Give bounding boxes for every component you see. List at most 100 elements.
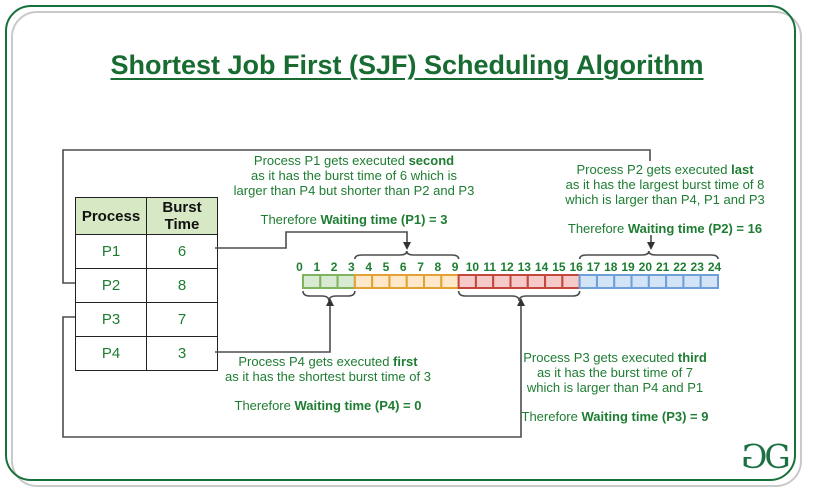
cell-burst-p4: 3 — [146, 336, 218, 371]
annotation-p4: Process P4 gets executed first as it has… — [198, 354, 458, 413]
timeline-tick: 7 — [417, 260, 424, 274]
gantt-chart-cells — [302, 274, 720, 289]
annotation-p1-line2: as it has the burst time of 6 which is — [251, 168, 457, 183]
gantt-cell-P3 — [526, 274, 547, 289]
timeline-tick: 24 — [707, 260, 722, 274]
timeline-tick: 22 — [673, 260, 687, 274]
annotation-p4-line1: Process P4 gets executed first — [238, 354, 418, 369]
curly-brace — [457, 290, 581, 302]
logo-letter-g: G — [764, 437, 791, 476]
annotation-p2-line1: Process P2 gets executed last — [576, 162, 754, 177]
timeline-tick: 11 — [483, 260, 497, 274]
timeline-tick: 6 — [399, 260, 407, 274]
annotation-p2: Process P2 gets executed last as it has … — [525, 162, 805, 236]
gantt-cell-P3 — [474, 274, 495, 289]
curly-brace — [578, 250, 719, 260]
table-row-p4: P4 3 — [75, 336, 218, 371]
arrowhead — [647, 242, 655, 250]
gantt-cell-P2 — [699, 274, 720, 289]
gantt-cell-P1 — [388, 274, 408, 289]
timeline-tick: 12 — [500, 260, 514, 274]
timeline-tick: 21 — [655, 260, 670, 274]
gantt-cell-P1 — [353, 274, 374, 289]
gantt-cell-P2 — [682, 274, 702, 289]
gantt-cell-P2 — [595, 274, 616, 289]
timeline-tick: 2 — [330, 260, 338, 274]
annotation-p3-line3: which is larger than P4 and P1 — [526, 380, 704, 395]
process-table: Process Burst Time P1 6 P2 8 P3 7 P4 3 — [75, 197, 218, 371]
geeksforgeeks-logo: GG — [741, 437, 791, 476]
gantt-cell-P1 — [440, 274, 460, 289]
curly-brace — [354, 250, 460, 260]
timeline-tick: 1 — [313, 260, 321, 274]
gantt-cell-P3 — [509, 274, 529, 289]
gantt-cell-P2 — [613, 274, 633, 289]
annotation-p1-line3: larger than P4 but shorter than P2 and P… — [233, 183, 475, 198]
timeline-tick: 9 — [451, 260, 459, 274]
annotation-p1-waiting-time: Therefore Waiting time (P1) = 3 — [260, 212, 448, 227]
annotation-p1: Process P1 gets executed second as it ha… — [204, 153, 504, 227]
annotation-p1-line1: Process P1 gets executed second — [253, 153, 455, 168]
gantt-cell-P3 — [457, 274, 477, 289]
annotation-p4-waiting-time: Therefore Waiting time (P4) = 0 — [234, 398, 422, 413]
table-row-p2: P2 8 — [75, 268, 218, 303]
timeline-tick: 14 — [534, 260, 549, 274]
cell-process-p3: P3 — [75, 302, 147, 337]
timeline-tick: 16 — [569, 260, 583, 274]
annotation-p3-line1: Process P3 gets executed third — [523, 350, 707, 365]
table-row-p3: P3 7 — [75, 302, 218, 337]
gantt-cell-P3 — [544, 274, 564, 289]
timeline-tick: 15 — [552, 260, 566, 274]
gantt-cell-P2 — [647, 274, 668, 289]
arrowhead — [326, 298, 334, 306]
gantt-cell-P2 — [665, 274, 685, 289]
timeline-tick: 5 — [382, 260, 390, 274]
cell-process-p4: P4 — [75, 336, 147, 371]
timeline-tick: 0 — [296, 260, 303, 274]
gantt-cell-P4 — [336, 274, 356, 289]
cell-process-p2: P2 — [75, 268, 147, 303]
timeline-tick: 23 — [690, 260, 704, 274]
gantt-cell-P1 — [423, 274, 443, 289]
timeline-tick: 3 — [348, 260, 355, 274]
timeline-tick: 10 — [465, 260, 480, 274]
timeline-tick: 19 — [621, 260, 635, 274]
annotation-p2-line3: which is larger than P4, P1 and P3 — [565, 192, 765, 207]
gantt-cell-P1 — [405, 274, 426, 289]
gantt-cell-P2 — [578, 274, 598, 289]
connector-lines-and-braces — [62, 149, 719, 438]
annotation-p4-line2: as it has the shortest burst time of 3 — [225, 369, 431, 384]
arrowhead — [403, 242, 411, 250]
timeline-tick: 8 — [434, 260, 442, 274]
connector-p3 — [62, 304, 522, 438]
gantt-cell-P2 — [630, 274, 650, 289]
col-header-process: Process — [75, 197, 147, 235]
arrowhead — [517, 298, 525, 306]
cell-burst-p2: 8 — [146, 268, 218, 303]
gantt-cell-P3 — [561, 274, 581, 289]
annotation-p3: Process P3 gets executed third as it has… — [485, 350, 745, 424]
timeline-tick: 17 — [586, 260, 601, 274]
timeline-tick: 20 — [638, 260, 653, 274]
connector-p2 — [62, 149, 651, 284]
cell-burst-p3: 7 — [146, 302, 218, 337]
page-title: Shortest Job First (SJF) Scheduling Algo… — [110, 50, 704, 80]
frame-border — [5, 5, 796, 481]
annotation-p2-waiting-time: Therefore Waiting time (P2) = 16 — [567, 221, 763, 236]
timeline-tick: 18 — [604, 260, 618, 274]
annotation-p3-waiting-time: Therefore Waiting time (P3) = 9 — [521, 409, 709, 424]
connector-p1 — [215, 231, 408, 249]
timeline-tick: 13 — [517, 260, 531, 274]
logo-letter-mirrored-g: G — [741, 437, 768, 476]
gantt-cell-P4 — [319, 274, 339, 289]
col-header-burst-time: Burst Time — [146, 197, 218, 235]
table-row-p1: P1 6 — [75, 234, 218, 269]
timeline-tick: 4 — [365, 260, 372, 274]
annotation-p2-line2: as it has the largest burst time of 8 — [565, 177, 765, 192]
annotation-p3-line2: as it has the burst time of 7 — [536, 365, 694, 380]
gantt-cell-P1 — [371, 274, 391, 289]
frame-shadow — [11, 11, 802, 487]
connector-p4 — [215, 304, 331, 353]
